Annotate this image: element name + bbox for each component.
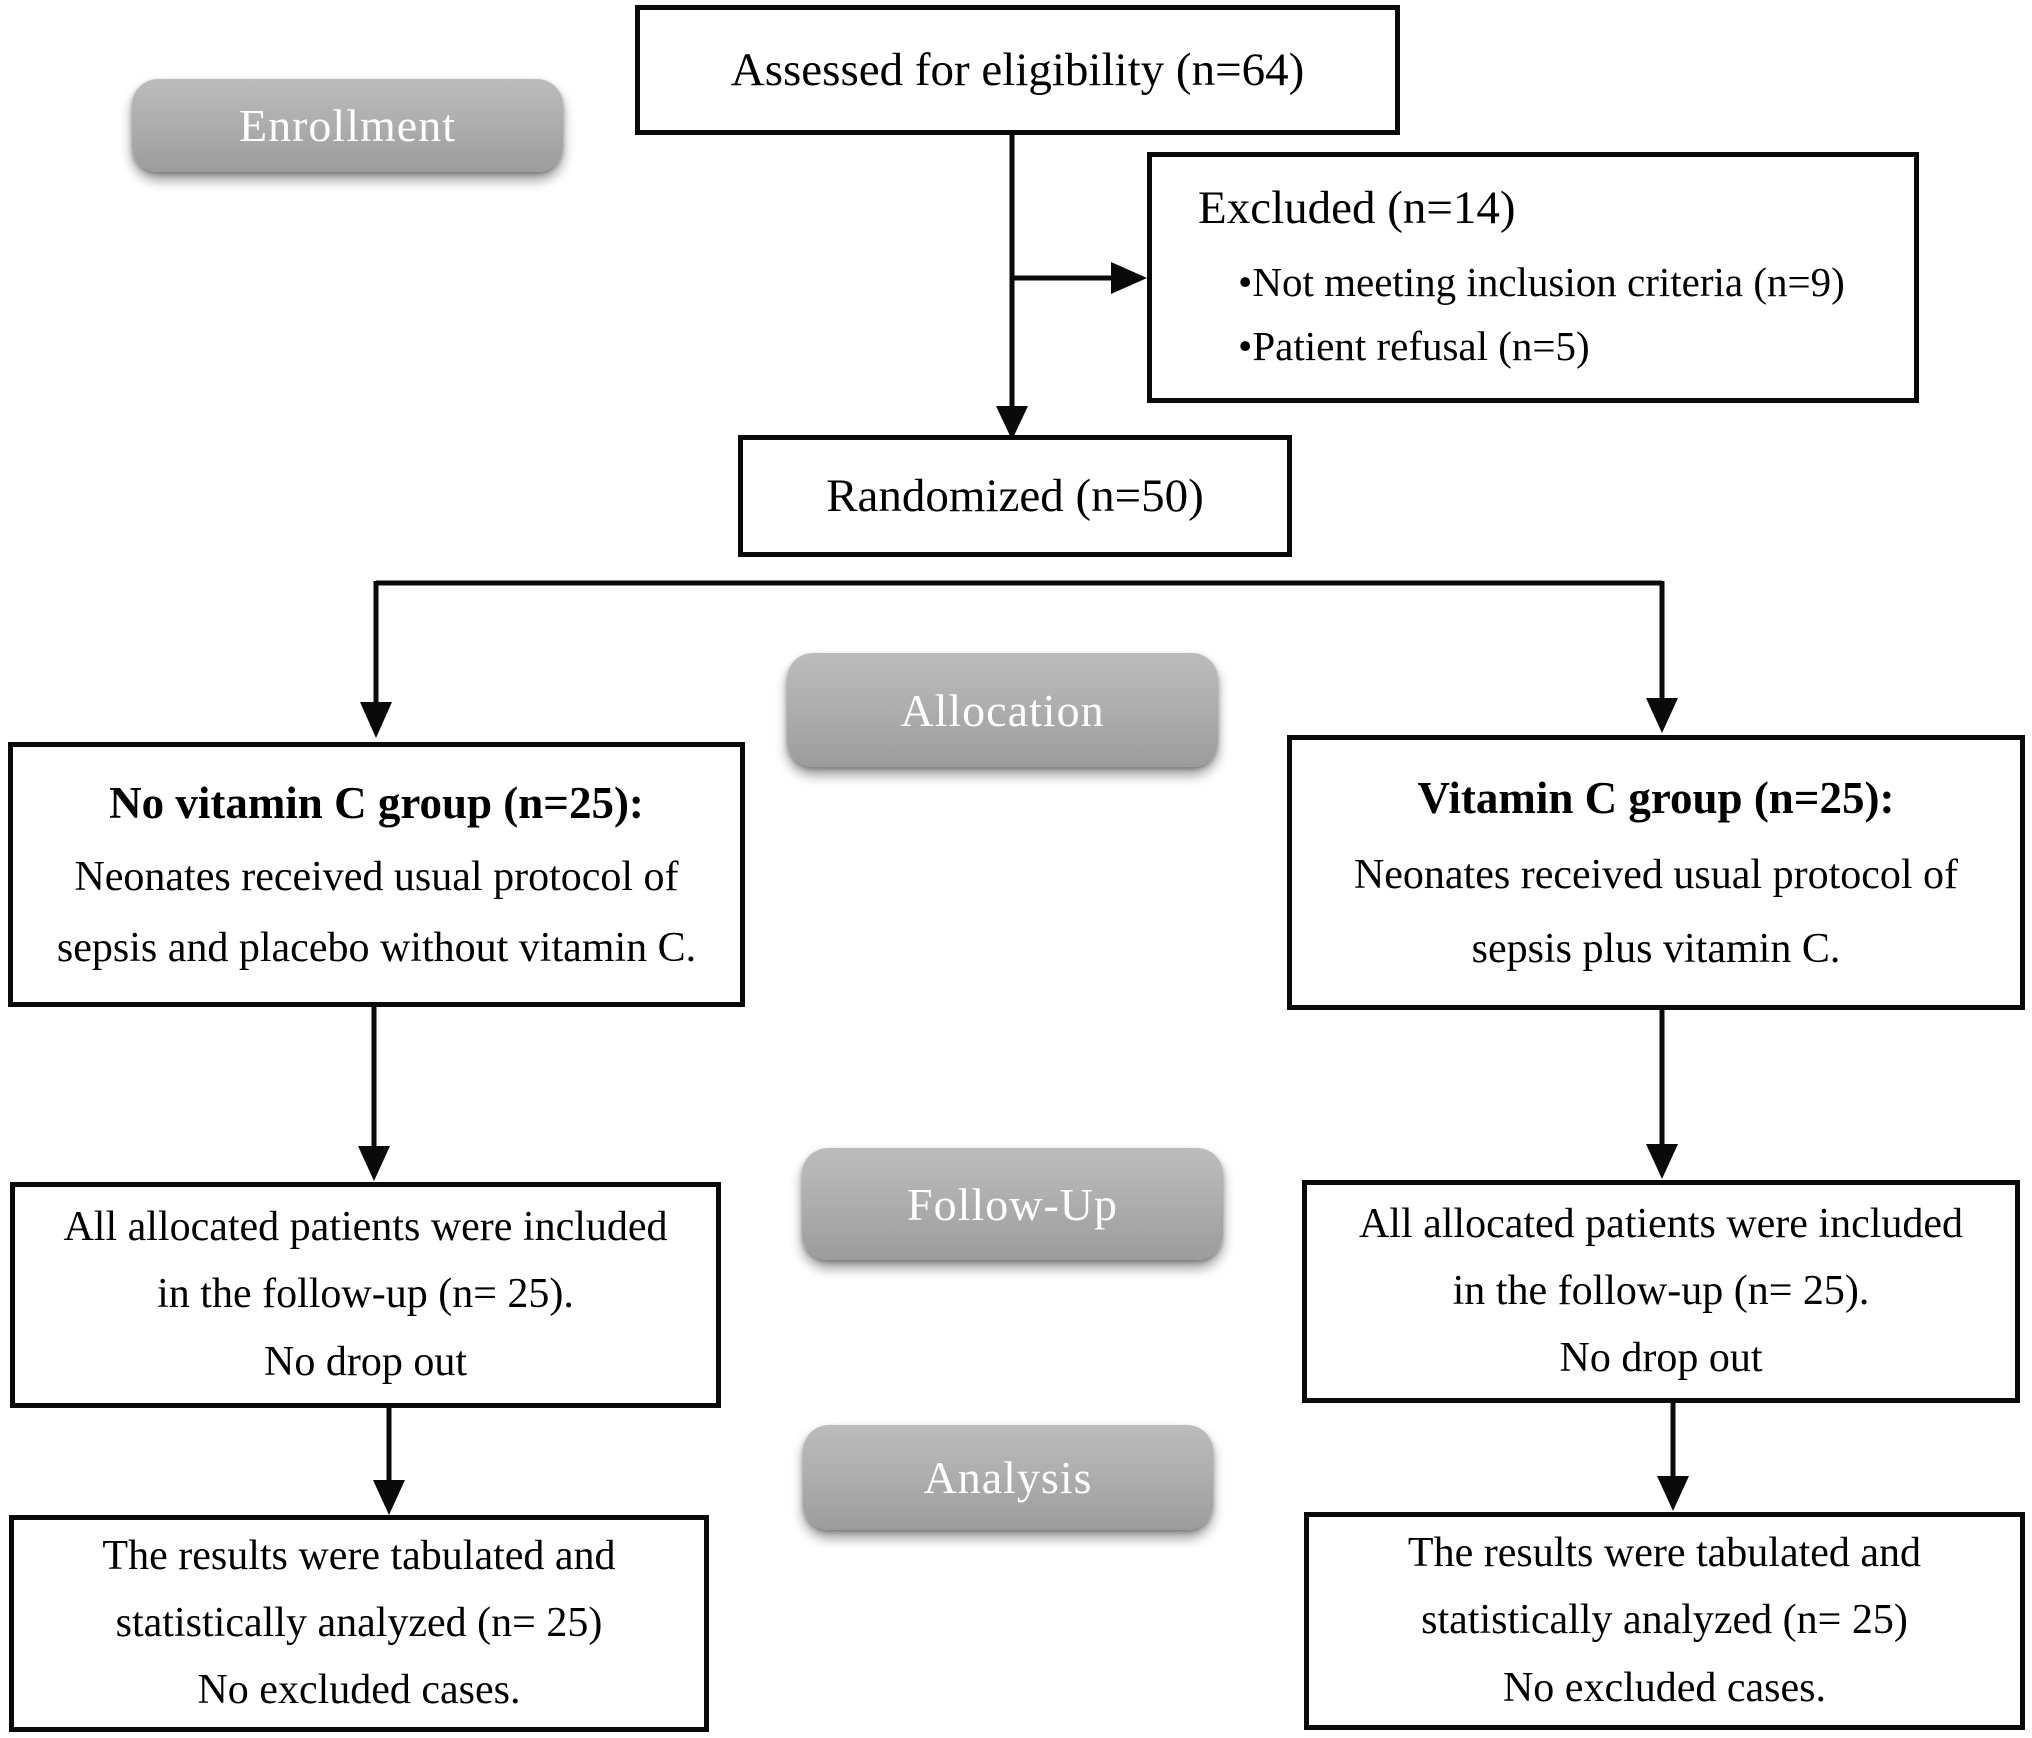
randomized-box: Randomized (n=50): [738, 435, 1292, 557]
followup-label: Follow-Up: [907, 1178, 1118, 1230]
enrollment-label: Enrollment: [239, 100, 456, 151]
followup-right-box: All allocated patients were included in …: [1302, 1180, 2020, 1403]
allocation-stage-pill: Allocation: [787, 653, 1218, 767]
analysis-left-line: statistically analyzed (n= 25): [115, 1599, 603, 1646]
followup-left-line: All allocated patients were included: [63, 1204, 668, 1251]
allocation-left-title: No vitamin C group (n=25):: [109, 777, 644, 828]
excluded-box: Excluded (n=14) •Not meeting inclusion c…: [1147, 152, 1919, 403]
followup-left-line: No drop out: [264, 1338, 467, 1385]
followup-right-line: No drop out: [1559, 1335, 1763, 1382]
allocation-left-box: No vitamin C group (n=25): Neonates rece…: [8, 742, 745, 1007]
excluded-reason: •Patient refusal (n=5): [1238, 322, 1590, 369]
allocation-right-title: Vitamin C group (n=25):: [1417, 773, 1895, 824]
analysis-left-line: The results were tabulated and: [102, 1532, 616, 1579]
allocation-right-line: Neonates received usual protocol of: [1353, 851, 1959, 898]
assessed-text: Assessed for eligibility (n=64): [730, 44, 1305, 96]
analysis-label: Analysis: [923, 1452, 1093, 1503]
arrowhead-excluded: [1111, 262, 1147, 294]
arrowhead-followup-right: [1646, 1144, 1678, 1179]
allocation-label: Allocation: [900, 684, 1105, 736]
allocation-right-box: Vitamin C group (n=25): Neonates receive…: [1287, 735, 2025, 1010]
arrowhead-alloc-left: [360, 702, 392, 738]
followup-stage-pill: Follow-Up: [802, 1148, 1223, 1260]
allocation-left-line: Neonates received usual protocol of: [74, 853, 679, 900]
assessed-box: Assessed for eligibility (n=64): [635, 5, 1400, 135]
followup-left-box: All allocated patients were included in …: [10, 1182, 721, 1408]
analysis-right-line: No excluded cases.: [1502, 1664, 1827, 1711]
followup-left-line: in the follow-up (n= 25).: [157, 1271, 574, 1318]
analysis-right-line: statistically analyzed (n= 25): [1421, 1597, 1908, 1644]
excluded-title: Excluded (n=14): [1198, 182, 1516, 234]
analysis-left-line: No excluded cases.: [197, 1667, 521, 1714]
followup-right-line: in the follow-up (n= 25).: [1452, 1267, 1870, 1314]
analysis-stage-pill: Analysis: [803, 1425, 1213, 1530]
randomized-text: Randomized (n=50): [826, 470, 1204, 522]
followup-right-line: All allocated patients were included: [1358, 1200, 1964, 1247]
analysis-left-box: The results were tabulated and statistic…: [9, 1515, 709, 1732]
arrowhead-alloc-right: [1646, 698, 1678, 733]
arrowhead-analysis-left: [373, 1480, 405, 1515]
enrollment-stage-pill: Enrollment: [132, 79, 563, 172]
arrowhead-analysis-right: [1657, 1476, 1689, 1511]
allocation-right-line: sepsis plus vitamin C.: [1471, 925, 1841, 972]
analysis-right-line: The results were tabulated and: [1407, 1530, 1922, 1577]
analysis-right-box: The results were tabulated and statistic…: [1304, 1512, 2025, 1730]
allocation-left-line: sepsis and placebo without vitamin C.: [56, 925, 697, 972]
arrowhead-randomized: [996, 406, 1028, 440]
arrowhead-followup-left: [358, 1146, 390, 1181]
excluded-reason: •Not meeting inclusion criteria (n=9): [1238, 259, 1845, 305]
